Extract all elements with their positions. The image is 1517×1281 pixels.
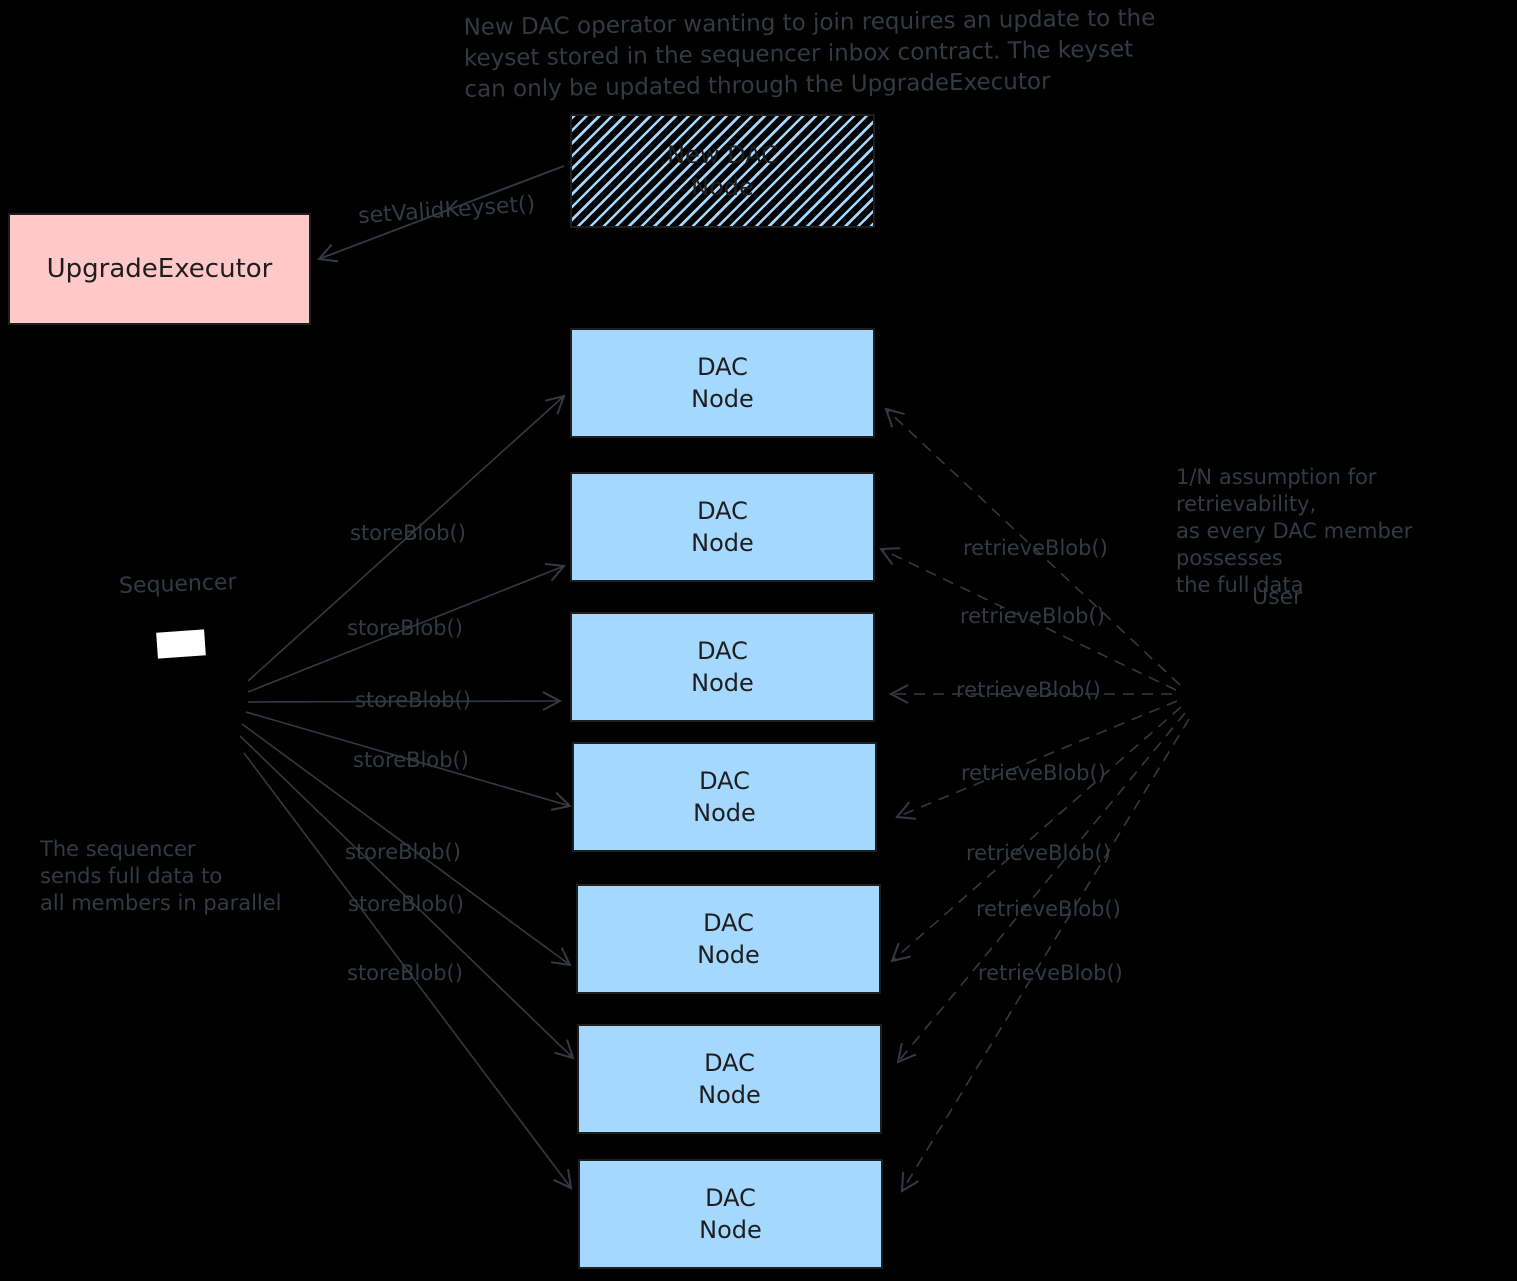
retrievability-note: 1/N assumption for retrievability, as ev…: [1176, 464, 1517, 599]
sequencer-icon: [156, 629, 206, 659]
retrieve-blob-label-5: retrieveBlob(): [966, 841, 1111, 865]
dac-node-box-7: DAC Node: [578, 1159, 883, 1269]
upgrade-executor-box: UpgradeExecutor: [8, 213, 311, 325]
new-dac-node-label-line1: New DAC: [667, 141, 778, 169]
store-blob-label-3: storeBlob(): [355, 688, 471, 712]
dac-node-box-3: DAC Node: [570, 612, 875, 722]
dac-node-label-line1: DAC: [697, 353, 748, 381]
dac-node-label-line2: Node: [691, 529, 754, 557]
set-valid-keyset-label: setValidKeyset(): [357, 191, 536, 230]
dac-node-label-line2: Node: [691, 385, 754, 413]
dac-node-box-2: DAC Node: [570, 472, 875, 582]
sequencer-parallel-note: The sequencer sends full data to all mem…: [40, 836, 282, 917]
dac-node-label: DAC Node: [691, 635, 754, 699]
dac-node-label: DAC Node: [697, 907, 760, 971]
dac-node-label-line2: Node: [693, 799, 756, 827]
sequencer-parallel-note-line2: sends full data to: [40, 864, 223, 888]
dac-node-box-6: DAC Node: [577, 1024, 882, 1134]
retrieve-blob-label-1: retrieveBlob(): [963, 536, 1108, 560]
store-blob-label-4: storeBlob(): [353, 748, 469, 772]
dac-node-label-line1: DAC: [703, 909, 754, 937]
dac-node-label-line2: Node: [697, 941, 760, 969]
retrieve-blob-arrow-4: [895, 700, 1178, 820]
dac-node-label: DAC Node: [693, 765, 756, 829]
dac-node-label-line2: Node: [698, 1081, 761, 1109]
dac-node-label-line2: Node: [699, 1216, 762, 1244]
retrieve-blob-label-7: retrieveBlob(): [978, 961, 1123, 985]
new-dac-node-box: New DAC Node: [570, 114, 875, 228]
retrievability-note-line2: as every DAC member possesses: [1176, 519, 1413, 570]
user-label: User: [1252, 585, 1303, 610]
dac-node-label-line1: DAC: [704, 1049, 755, 1077]
retrievability-note-line3: the full data: [1176, 573, 1304, 597]
retrieve-blob-label-4: retrieveBlob(): [961, 761, 1106, 785]
store-blob-label-2: storeBlob(): [347, 616, 463, 640]
dac-node-label: DAC Node: [691, 351, 754, 415]
dac-node-label: DAC Node: [699, 1182, 762, 1246]
new-dac-node-label-line2: Node: [691, 173, 754, 201]
retrieve-blob-arrow-5: [890, 706, 1182, 963]
new-dac-node-label: New DAC Node: [667, 139, 778, 203]
store-blob-label-6: storeBlob(): [348, 892, 464, 916]
dac-node-box-4: DAC Node: [572, 742, 877, 852]
sequencer-parallel-note-line3: all members in parallel: [40, 891, 282, 915]
dac-node-box-1: DAC Node: [570, 328, 875, 438]
sequencer-label: Sequencer: [118, 569, 237, 600]
store-blob-label-7: storeBlob(): [347, 961, 463, 985]
store-blob-label-1: storeBlob(): [350, 521, 466, 545]
dac-node-label: DAC Node: [698, 1047, 761, 1111]
dac-node-label-line1: DAC: [705, 1184, 756, 1212]
dac-node-label-line2: Node: [691, 669, 754, 697]
dac-node-label-line1: DAC: [697, 497, 748, 525]
keyset-update-note: New DAC operator wanting to join require…: [463, 3, 1156, 106]
store-blob-label-5: storeBlob(): [345, 840, 461, 864]
dac-node-label: DAC Node: [691, 495, 754, 559]
retrieve-blob-label-3: retrieveBlob(): [956, 678, 1101, 702]
sequencer-parallel-note-line1: The sequencer: [40, 837, 196, 861]
retrieve-blob-arrow-7: [900, 718, 1190, 1193]
retrieve-blob-label-6: retrieveBlob(): [976, 897, 1121, 921]
retrievability-note-line1: 1/N assumption for retrievability,: [1176, 465, 1377, 516]
upgrade-executor-label: UpgradeExecutor: [46, 254, 273, 284]
dac-node-box-5: DAC Node: [576, 884, 881, 994]
dac-node-label-line1: DAC: [697, 637, 748, 665]
retrieve-blob-label-2: retrieveBlob(): [960, 604, 1105, 628]
dac-node-label-line1: DAC: [699, 767, 750, 795]
